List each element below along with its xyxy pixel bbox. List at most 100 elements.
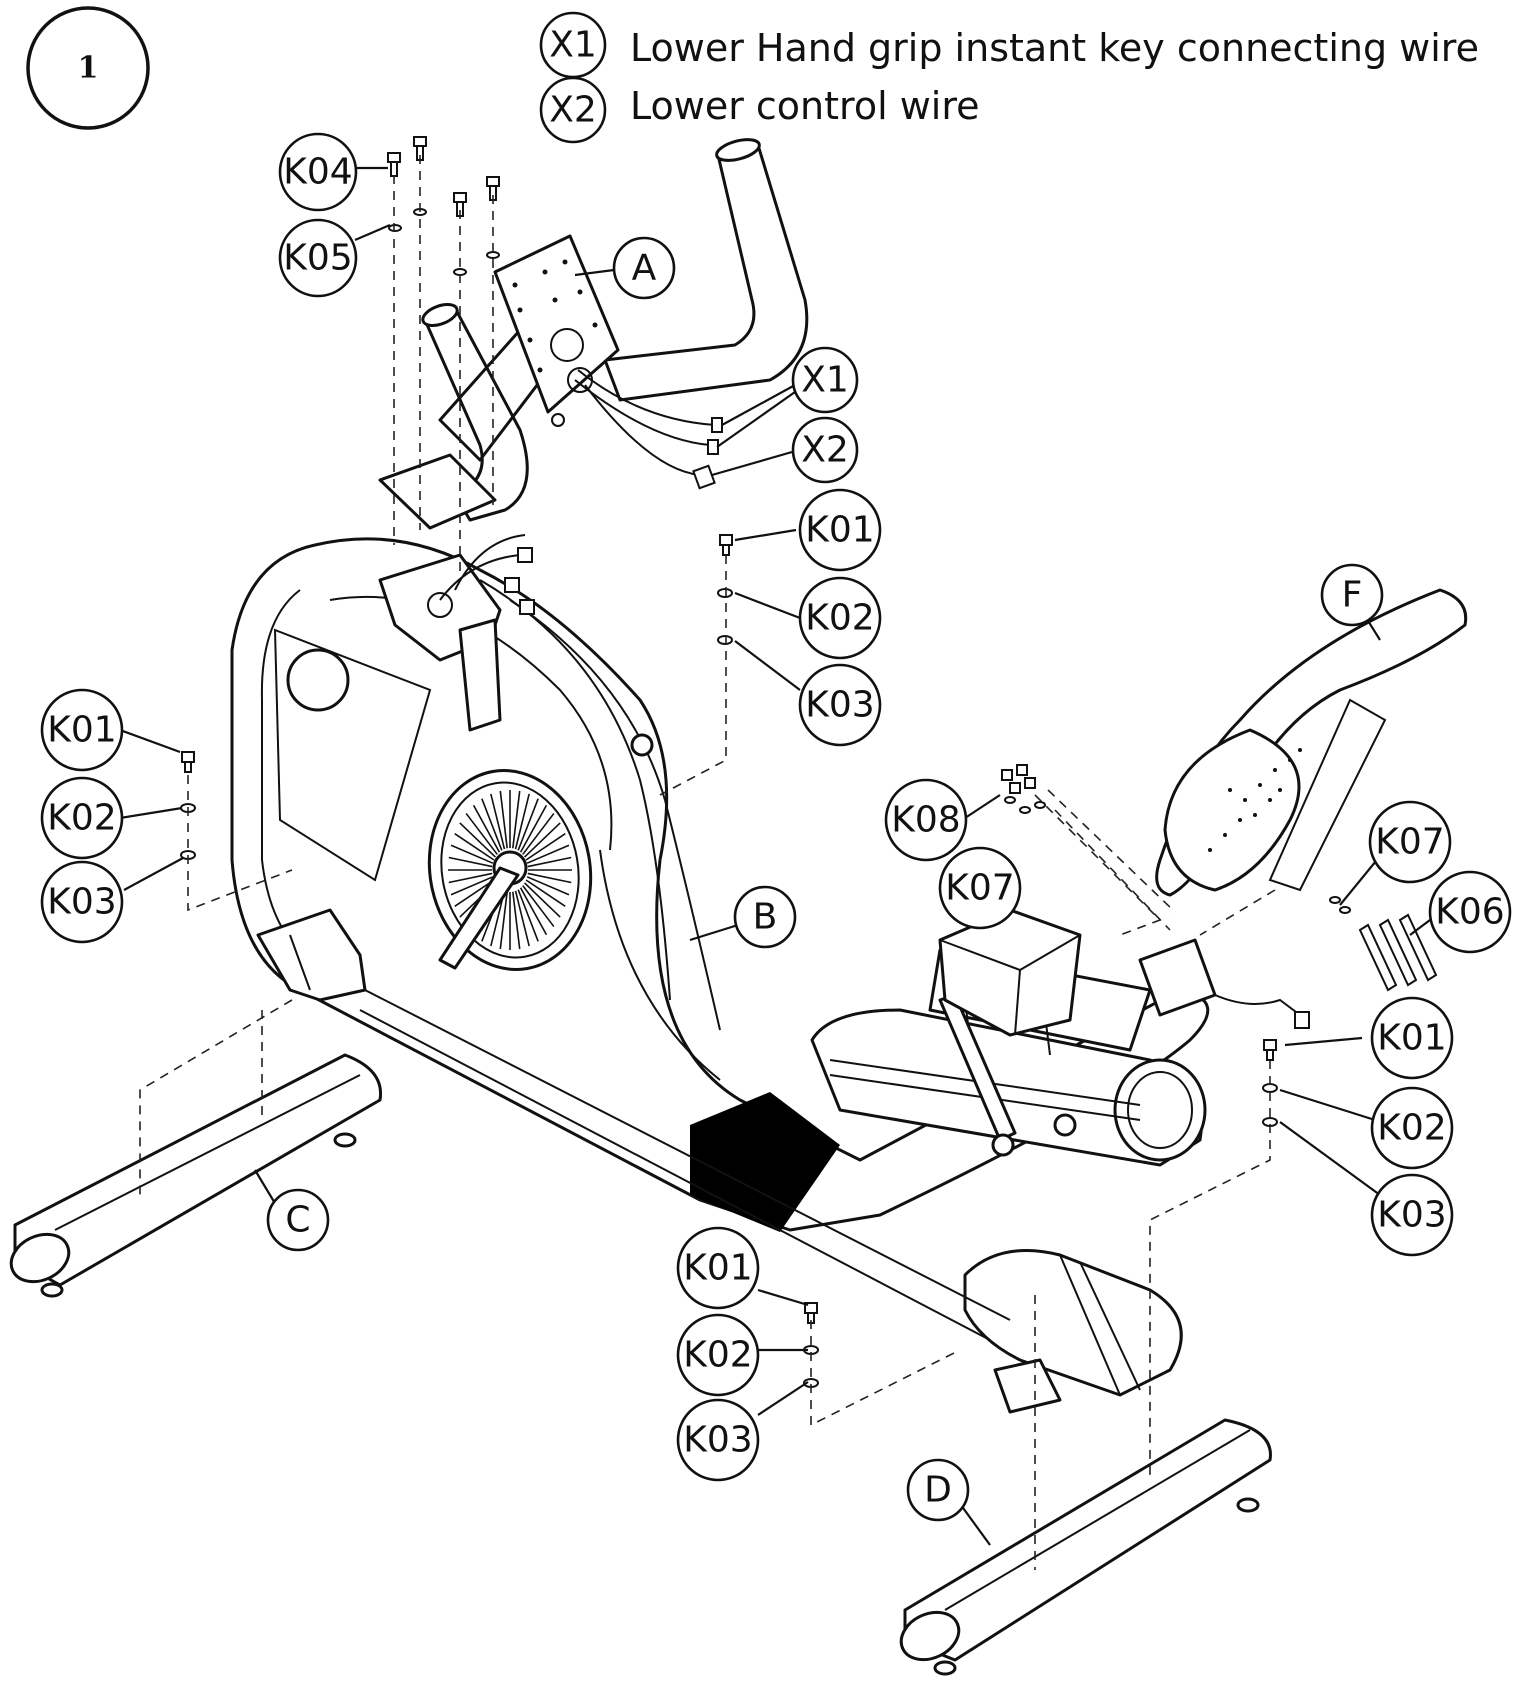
label-k07-center: K07	[938, 846, 1022, 930]
svg-text:K07: K07	[945, 868, 1014, 909]
label-k08: K08	[884, 778, 968, 862]
flywheel	[427, 769, 593, 971]
flywheel-spoke	[450, 876, 494, 896]
svg-text:K01: K01	[805, 510, 874, 551]
label-k06: K06	[1428, 870, 1512, 954]
legend-code-x1: X1	[549, 25, 597, 66]
flywheel-spoke	[519, 887, 548, 936]
svg-text:D: D	[924, 1470, 952, 1511]
flywheel-spoke	[454, 833, 495, 861]
svg-text:K08: K08	[891, 800, 960, 841]
legend-desc-x1: Lower Hand grip instant key connecting w…	[630, 26, 1479, 70]
flywheel-spoke	[465, 812, 498, 855]
label-k01-bottom: K01	[676, 1226, 760, 1310]
label-k02-left: K02	[40, 776, 124, 860]
legend-code-x2: X2	[549, 90, 597, 131]
svg-text:B: B	[753, 897, 778, 938]
svg-text:C: C	[285, 1200, 310, 1241]
flywheel-spoke	[454, 879, 495, 907]
legend-item-x2: X2 Lower control wire	[539, 76, 980, 144]
label-k02-bottom: K02	[676, 1313, 760, 1397]
stabilizer-c	[9, 1053, 383, 1298]
flywheel-spoke	[512, 790, 521, 849]
guide-lines	[139, 155, 1276, 1570]
svg-text:K04: K04	[283, 152, 352, 193]
label-k01-right: K01	[1370, 996, 1454, 1080]
flywheel-spoke	[525, 833, 566, 861]
flywheel-spoke	[517, 889, 539, 942]
bolt-head	[387, 152, 401, 163]
svg-text:K06: K06	[1435, 892, 1504, 933]
svg-text:K03: K03	[47, 882, 116, 923]
flywheel-spoke	[519, 804, 548, 853]
flywheel-spoke	[524, 822, 561, 858]
legend: X1 Lower Hand grip instant key connectin…	[539, 11, 1479, 144]
legend-item-x1: X1 Lower Hand grip instant key connectin…	[539, 11, 1479, 79]
flywheel-spoke	[525, 879, 566, 907]
label-x1: X1	[791, 346, 859, 414]
leader-lines	[119, 166, 1431, 1546]
flywheel-spoke	[524, 882, 561, 918]
svg-text:F: F	[1342, 575, 1363, 616]
label-b: B	[733, 885, 797, 949]
label-k03-left: K03	[40, 860, 124, 944]
label-k01-left: K01	[40, 688, 124, 772]
fasteners	[180, 136, 1438, 1388]
svg-text:K03: K03	[683, 1420, 752, 1461]
label-a: A	[612, 236, 676, 300]
flywheel-spoke	[526, 844, 570, 864]
flywheel-spoke	[526, 876, 570, 896]
label-k02-right: K02	[1370, 1086, 1454, 1170]
svg-text:K01: K01	[1377, 1018, 1446, 1059]
part-labels: K04 K05 A X1 X2 K01 K02 K03 K01 K02 K03 …	[40, 132, 1512, 1522]
flywheel-spoke	[450, 844, 494, 864]
flywheel-spoke	[448, 872, 493, 884]
svg-text:K03: K03	[1377, 1195, 1446, 1236]
svg-text:X1: X1	[801, 360, 849, 401]
flywheel-spoke	[522, 885, 555, 928]
svg-text:K01: K01	[683, 1248, 752, 1289]
label-k05: K05	[278, 218, 358, 298]
flywheel-spoke	[514, 890, 530, 947]
bolt-head	[486, 176, 500, 187]
svg-text:K02: K02	[1377, 1108, 1446, 1149]
flywheel-spoke	[499, 790, 508, 849]
svg-text:K03: K03	[805, 685, 874, 726]
label-k03-right: K03	[1370, 1173, 1454, 1257]
svg-text:K05: K05	[283, 238, 352, 279]
bolt-head	[453, 192, 467, 203]
svg-text:X2: X2	[801, 430, 849, 471]
label-k01-top: K01	[798, 488, 882, 572]
label-c: C	[266, 1188, 330, 1252]
flywheel-spoke	[527, 872, 572, 884]
label-k04-top: K04	[278, 132, 358, 212]
black-band	[690, 1092, 840, 1232]
main-frame	[230, 534, 1210, 1414]
flywheel-spoke	[459, 822, 496, 858]
svg-text:A: A	[632, 248, 657, 289]
flywheel-spoke	[448, 856, 493, 868]
svg-text:K02: K02	[805, 598, 874, 639]
label-k02-top: K02	[798, 576, 882, 660]
step-number: 1	[78, 51, 99, 86]
bolt-head	[413, 136, 427, 147]
flywheel-spoke	[481, 798, 503, 851]
step-badge: 1	[26, 6, 150, 130]
svg-text:K02: K02	[47, 798, 116, 839]
flywheel-spoke	[527, 856, 572, 868]
stabilizer-d	[899, 1418, 1272, 1676]
svg-text:K07: K07	[1375, 822, 1444, 863]
svg-text:K01: K01	[47, 710, 116, 751]
seat-assembly	[938, 588, 1468, 1037]
flywheel-spoke	[522, 812, 555, 855]
label-x2: X2	[791, 416, 859, 484]
handlebar-assembly	[378, 138, 809, 530]
legend-desc-x2: Lower control wire	[630, 84, 980, 128]
flywheel-spoke	[514, 793, 530, 850]
flywheel-spoke	[499, 891, 508, 950]
flywheel-spoke	[490, 793, 506, 850]
flywheel-spoke	[512, 891, 521, 950]
label-d: D	[906, 1458, 970, 1522]
flywheel-spoke	[517, 798, 539, 851]
